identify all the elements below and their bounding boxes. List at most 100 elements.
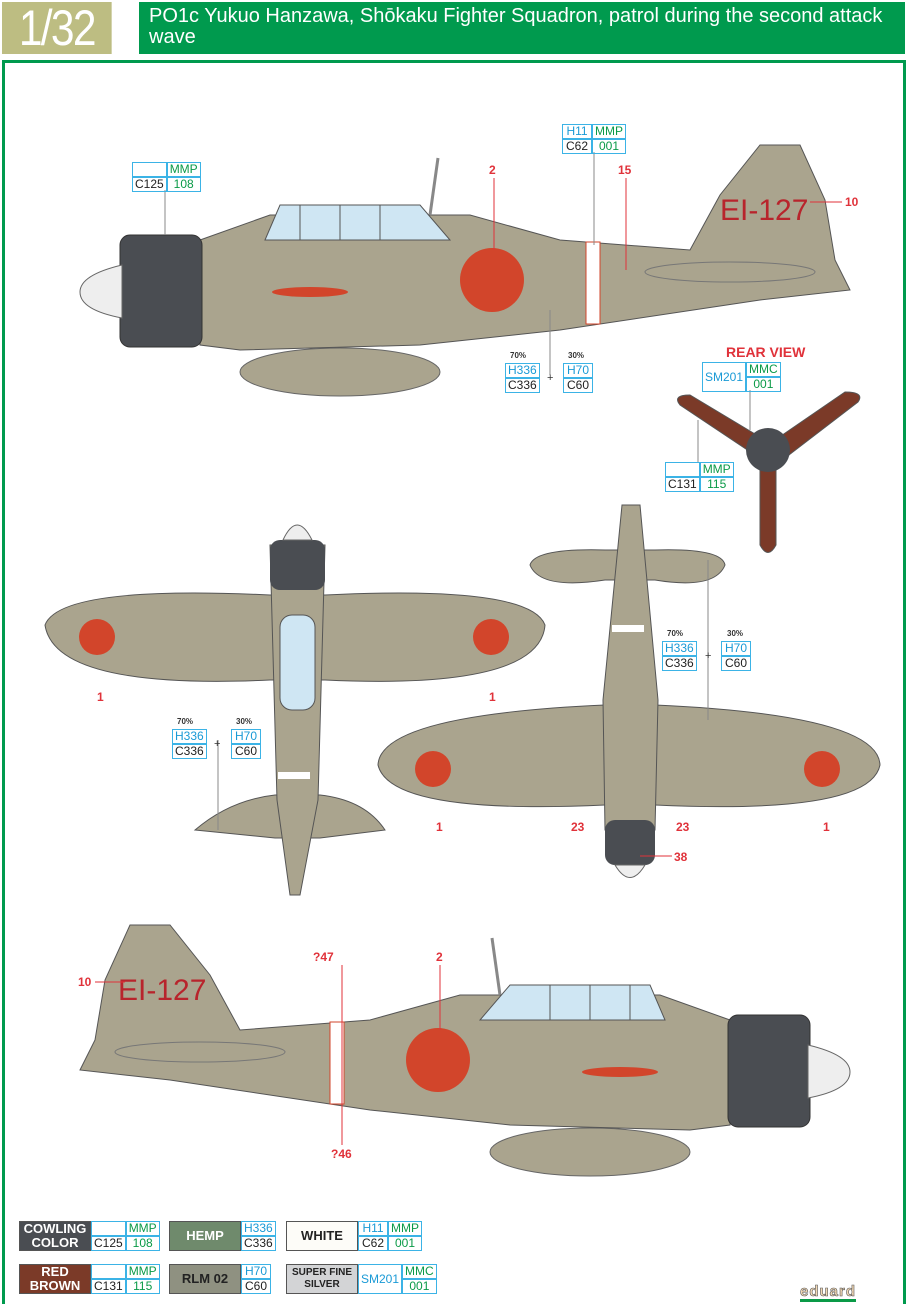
decal-number: 1	[489, 690, 496, 704]
mix-percent: 70%	[177, 717, 194, 726]
code	[91, 1264, 126, 1279]
code: 001	[746, 377, 781, 392]
code: MMP	[388, 1221, 422, 1236]
code: H70	[563, 363, 593, 378]
swatch: COWLING COLOR	[19, 1221, 91, 1251]
top-view	[377, 504, 881, 878]
code: H11	[358, 1221, 388, 1236]
decal-number: ?46	[331, 1147, 352, 1161]
code: MMP	[592, 124, 626, 139]
code: C62	[358, 1236, 388, 1251]
mix-percent: 30%	[568, 351, 585, 360]
code: MMP	[166, 162, 201, 177]
swatch: HEMP	[169, 1221, 241, 1251]
code: MMC	[402, 1264, 437, 1279]
code: MMP	[125, 1264, 160, 1279]
code: 115	[125, 1279, 160, 1294]
eduard-logo: eduard	[800, 1283, 857, 1302]
tail-code: EI-127	[720, 194, 808, 227]
code: H70	[241, 1264, 271, 1279]
code: SM201	[358, 1264, 403, 1294]
code	[132, 162, 167, 177]
code: C336	[241, 1236, 276, 1251]
code: MMP	[699, 462, 734, 477]
code: SM201	[702, 362, 747, 392]
decal-number: 10	[845, 195, 859, 209]
code: 001	[388, 1236, 422, 1251]
code: C60	[721, 656, 751, 671]
code: C125	[132, 177, 167, 192]
swatch: RED BROWN	[19, 1264, 91, 1294]
mix-percent: 30%	[727, 629, 744, 638]
code: H11	[562, 124, 592, 139]
code	[665, 462, 700, 477]
rear-view-propeller	[677, 391, 861, 553]
plus-sign: +	[705, 650, 712, 662]
code: MMC	[746, 362, 781, 377]
code: H336	[505, 363, 540, 378]
code: 108	[166, 177, 201, 192]
rear-view-title: REAR VIEW	[726, 344, 806, 360]
page-title: PO1c Yukuo Hanzawa, Shōkaku Fighter Squa…	[139, 2, 905, 54]
swatch: WHITE	[286, 1221, 358, 1251]
code: C60	[563, 378, 593, 393]
code: MMP	[125, 1221, 160, 1236]
decal-number: 2	[436, 950, 443, 964]
code: H70	[721, 641, 751, 656]
tail-code: EI-127	[118, 974, 206, 1007]
code: C131	[665, 477, 700, 492]
code: C125	[91, 1236, 126, 1251]
scale-label: 1/32	[2, 2, 112, 54]
code: C62	[562, 139, 592, 154]
decal-number: 10	[78, 975, 92, 989]
decal-number: 1	[823, 820, 830, 834]
decal-number: 15	[618, 163, 632, 177]
code: C336	[505, 378, 540, 393]
plus-sign: +	[214, 738, 221, 750]
code: H336	[662, 641, 697, 656]
mix-percent: 70%	[667, 629, 684, 638]
frame	[2, 60, 906, 1304]
code: C60	[241, 1279, 271, 1294]
swatch: RLM 02	[169, 1264, 241, 1294]
code: C60	[231, 744, 261, 759]
swatch: SUPER FINE SILVER	[286, 1264, 358, 1294]
code	[91, 1221, 126, 1236]
decal-number: 1	[436, 820, 443, 834]
decal-number: 23	[571, 820, 585, 834]
code: H336	[241, 1221, 276, 1236]
code: H336	[172, 729, 207, 744]
code: 001	[402, 1279, 437, 1294]
underside-view	[44, 524, 546, 896]
code: 108	[125, 1236, 160, 1251]
code: C336	[662, 656, 697, 671]
decal-number: 38	[674, 850, 688, 864]
code: H70	[231, 729, 261, 744]
plus-sign: +	[547, 372, 554, 384]
code: C131	[91, 1279, 126, 1294]
decal-number: 1	[97, 690, 104, 704]
code: C336	[172, 744, 207, 759]
decal-number: 2	[489, 163, 496, 177]
side-view-right	[78, 923, 852, 1178]
decal-number: 23	[676, 820, 690, 834]
mix-percent: 30%	[236, 717, 253, 726]
decal-number: ?47	[313, 950, 334, 964]
code: 001	[592, 139, 626, 154]
